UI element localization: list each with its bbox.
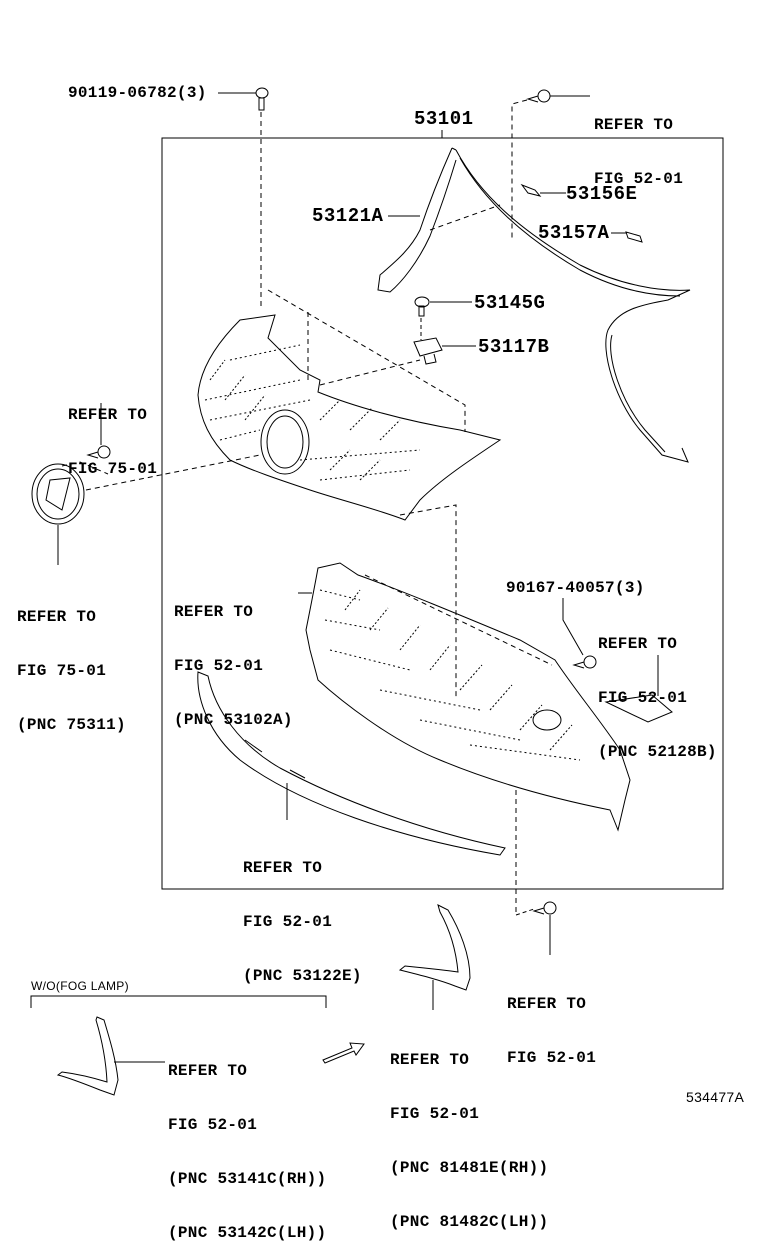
part-label-bracket-right: REFER TO FIG 52-01 (PNC 52128B) <box>598 635 717 761</box>
variant-box-label: W/O(FOG LAMP) <box>31 979 129 993</box>
figure-id: 534477A <box>686 1089 745 1105</box>
part-label-53145g: 53145G <box>474 292 546 314</box>
fog-cover-shape <box>398 904 471 991</box>
part-label-53157a: 53157A <box>538 222 610 244</box>
part-label-clip-top-right: REFER TO FIG 52-01 <box>594 116 684 188</box>
lower-grille-shape <box>305 562 631 832</box>
part-label-90119-06782: 90119-06782(3) <box>68 84 207 102</box>
part-label-lower-grille: REFER TO FIG 52-01 (PNC 53102A) <box>174 603 293 729</box>
part-label-emblem-screw: REFER TO FIG 75-01 <box>68 406 158 478</box>
part-label-emblem: REFER TO FIG 75-01 (PNC 75311) <box>17 608 126 734</box>
main-assembly-label: 53101 <box>414 108 474 130</box>
part-label-90167-40057: 90167-40057(3) <box>506 579 645 597</box>
wo-fog-cover-shape <box>56 1016 119 1096</box>
lower-molding-shape <box>197 671 506 856</box>
part-label-53156e: 53156E <box>566 183 638 205</box>
part-label-lower-molding: REFER TO FIG 52-01 (PNC 53122E) <box>243 859 362 985</box>
emblem-shape <box>31 463 85 525</box>
upper-molding-shape <box>377 147 691 463</box>
part-label-wo-fog-cover: REFER TO FIG 52-01 (PNC 53141C(RH)) (PNC… <box>168 1062 327 1242</box>
clip-icon <box>526 89 590 103</box>
parts-diagram: 53101 90119-06782(3) REFER TO FIG 52-01 … <box>17 84 745 1242</box>
bolt-icon <box>218 87 269 111</box>
diagram-drawing <box>30 87 724 1096</box>
arrow-icon <box>322 1042 365 1064</box>
upper-grille-shape <box>197 314 502 521</box>
part-label-clip-bottom: REFER TO FIG 52-01 <box>507 995 597 1067</box>
part-label-fog-cover: REFER TO FIG 52-01 (PNC 81481E(RH)) (PNC… <box>390 1051 549 1231</box>
part-label-53117b: 53117B <box>478 336 550 358</box>
part-label-53121a: 53121A <box>312 205 384 227</box>
